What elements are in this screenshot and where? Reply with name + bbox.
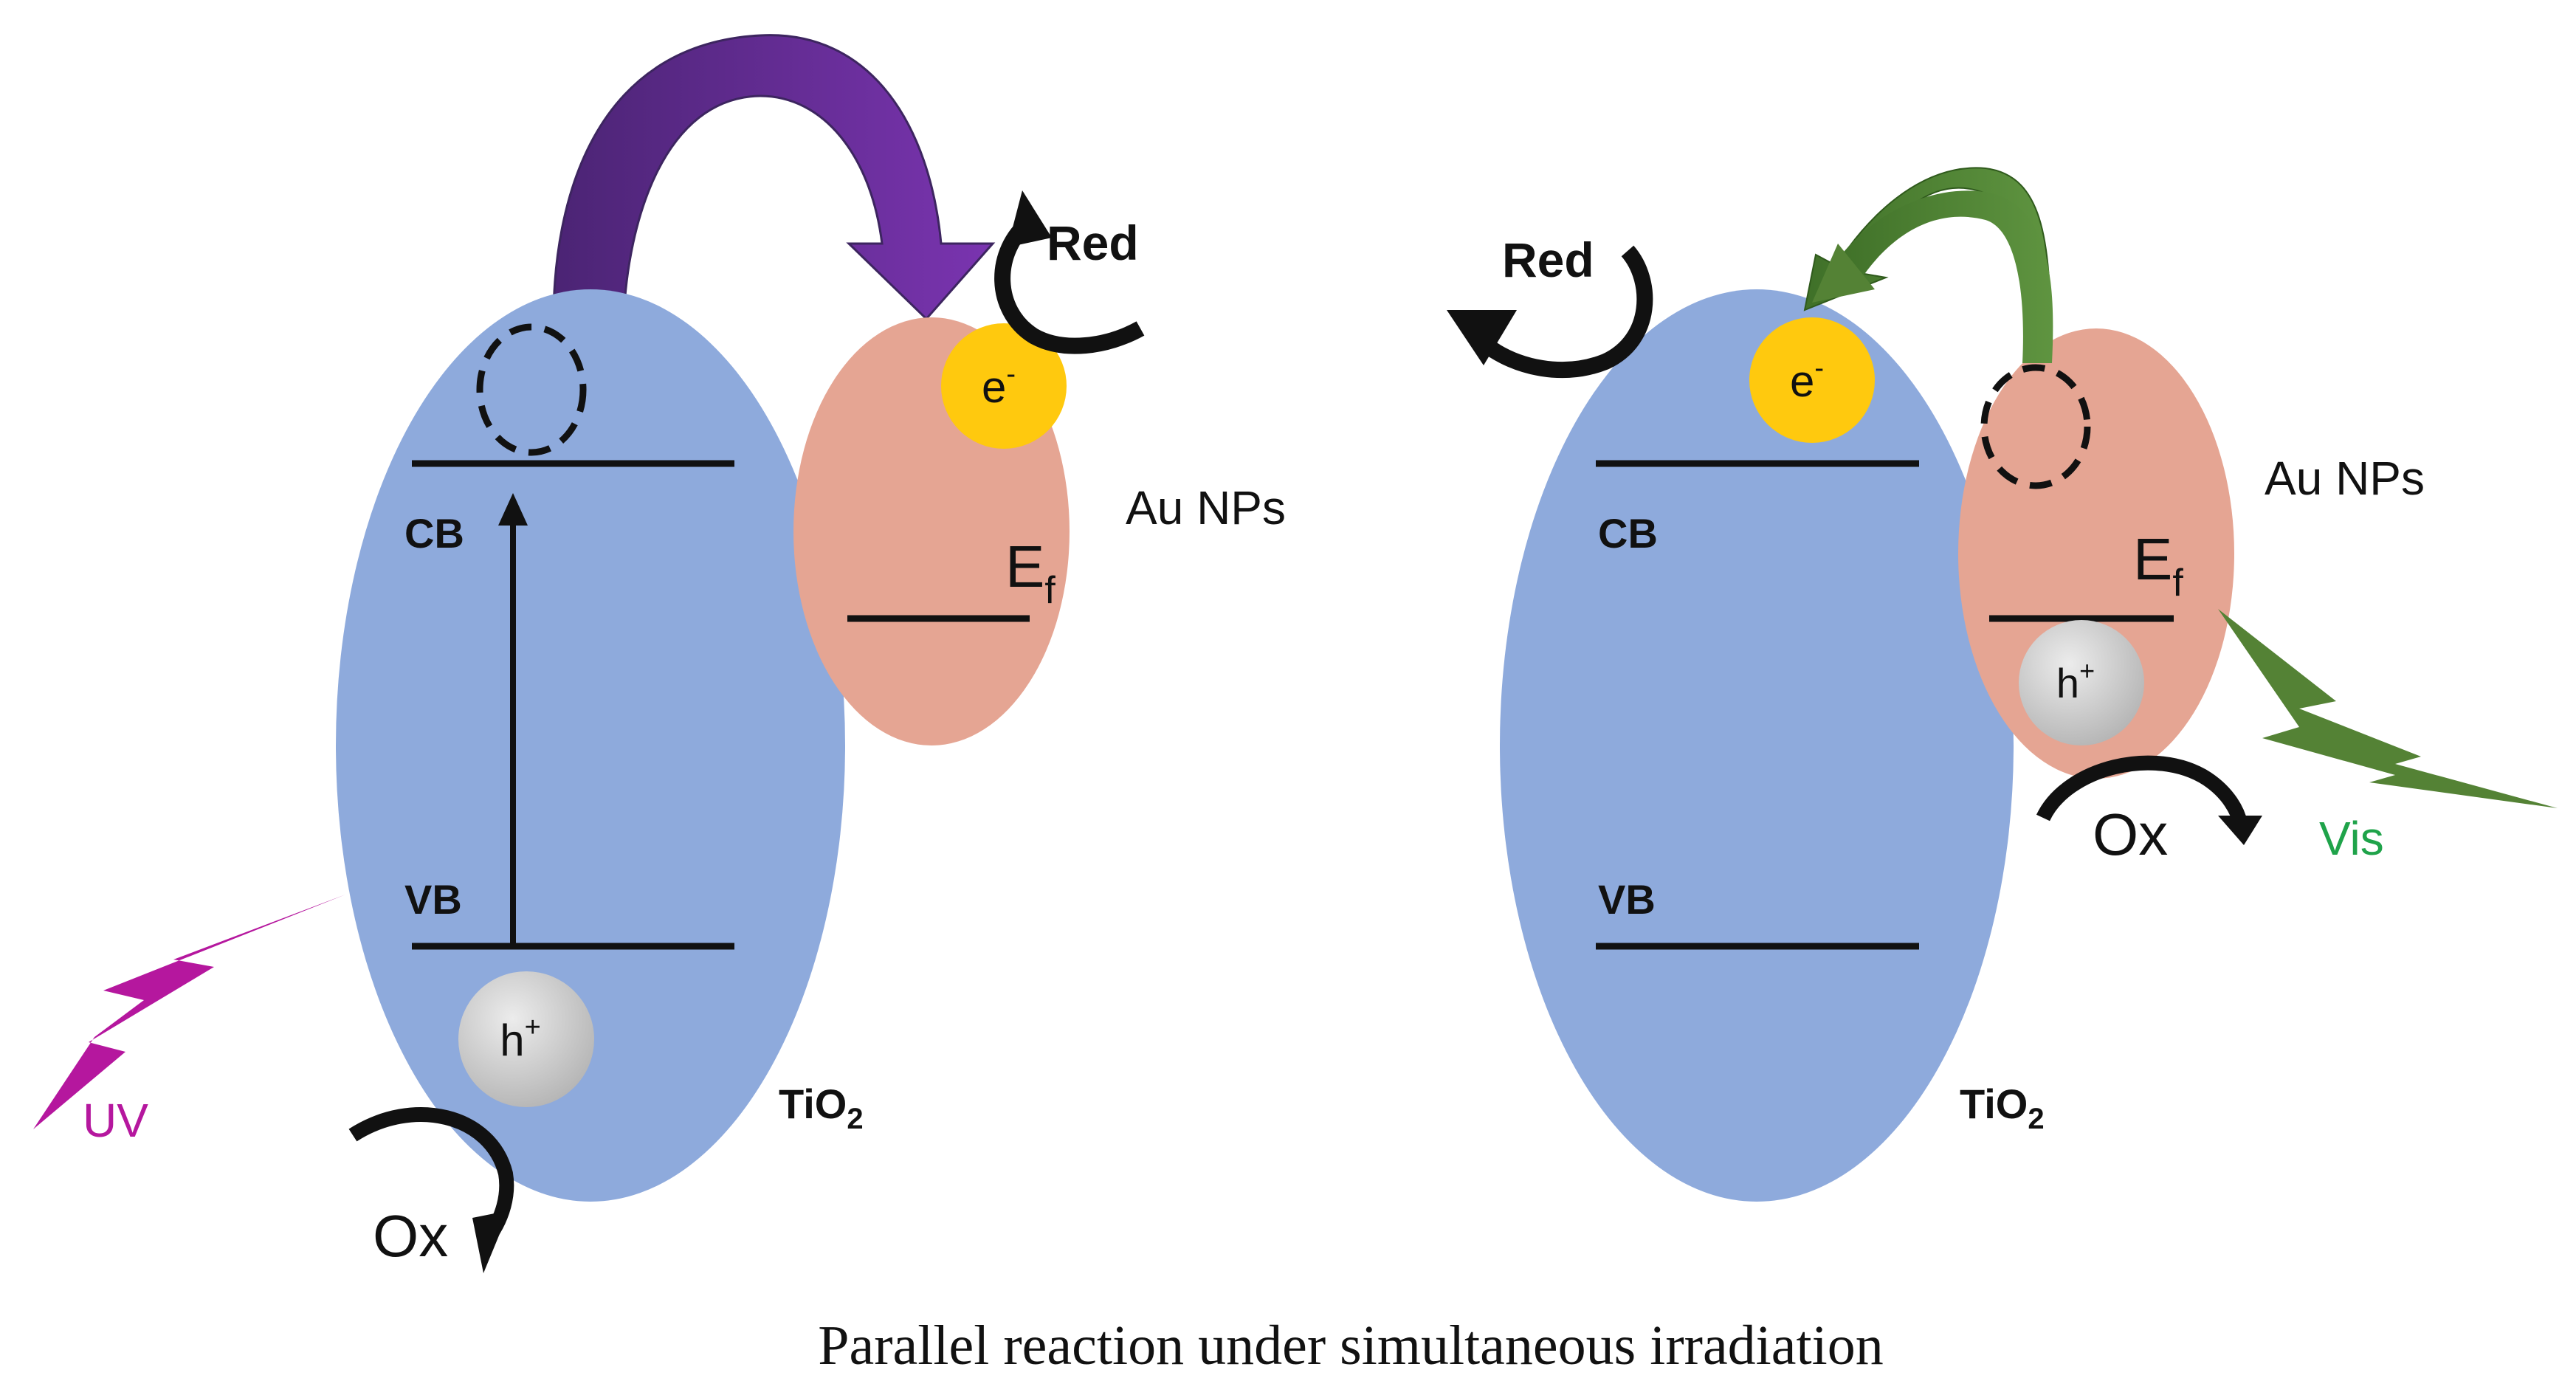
cb-label: CB bbox=[404, 510, 464, 557]
reduction-arrowhead bbox=[1447, 310, 1517, 365]
reduction-arrow bbox=[994, 215, 1145, 354]
reduction-arrowhead bbox=[1008, 190, 1052, 247]
hole-circle bbox=[2019, 620, 2144, 745]
electron-circle bbox=[1749, 317, 1875, 443]
hole-label: h+ bbox=[2056, 655, 2095, 706]
excitation-arrowhead bbox=[498, 493, 528, 526]
vis-lightning-bolt-icon bbox=[2218, 609, 2558, 808]
au-nps-label: Au NPs bbox=[2265, 452, 2425, 505]
red-label: Red bbox=[1502, 232, 1594, 287]
oxidation-arrowhead bbox=[2218, 816, 2262, 845]
tio2-body bbox=[1500, 289, 2014, 1202]
ox-label: Ox bbox=[2093, 802, 2168, 867]
hole-label: h+ bbox=[500, 1012, 541, 1065]
electron-transfer-arrow-purple bbox=[552, 34, 996, 321]
tio2-label: TiO2 bbox=[1960, 1081, 2045, 1135]
electron-circle bbox=[941, 323, 1067, 449]
electron-transfer-arrow-green-body bbox=[1831, 190, 2053, 363]
red-label: Red bbox=[1047, 216, 1139, 270]
electron-vacancy bbox=[1980, 364, 2091, 489]
electron-label: e- bbox=[982, 359, 1016, 412]
figure-caption: Parallel reaction under simultaneous irr… bbox=[818, 1315, 1884, 1377]
electron-label: e- bbox=[1790, 353, 1824, 406]
fermi-label: Ef bbox=[2133, 526, 2183, 604]
vb-label: VB bbox=[404, 876, 462, 923]
tio2-label: TiO2 bbox=[779, 1081, 864, 1135]
au-nps-label: Au NPs bbox=[1126, 481, 1286, 534]
vb-label: VB bbox=[1598, 876, 1656, 923]
ox-label: Ox bbox=[373, 1203, 448, 1269]
left-panel: e- h+ CB VB TiO2 Au NPs Ef Red Ox UV bbox=[33, 34, 1286, 1273]
right-panel: e- h+ CB VB TiO2 Au NPs Ef Red Ox Vis bbox=[1447, 167, 2558, 1202]
uv-label: UV bbox=[83, 1094, 148, 1147]
oxidation-arrowhead bbox=[472, 1210, 509, 1273]
tio2-body bbox=[336, 289, 845, 1202]
oxidation-arrow bbox=[2036, 755, 2248, 825]
oxidation-arrow bbox=[348, 1107, 514, 1239]
reduction-arrow bbox=[1478, 245, 1653, 379]
fermi-label: Ef bbox=[1005, 534, 1055, 612]
electron-vacancy bbox=[476, 323, 587, 456]
electron-transfer-arrowhead-green bbox=[1812, 244, 1875, 303]
cb-label: CB bbox=[1598, 510, 1658, 557]
vis-label: Vis bbox=[2319, 812, 2384, 865]
hole-circle bbox=[458, 971, 594, 1107]
uv-lightning-bolt-icon bbox=[33, 895, 345, 1129]
